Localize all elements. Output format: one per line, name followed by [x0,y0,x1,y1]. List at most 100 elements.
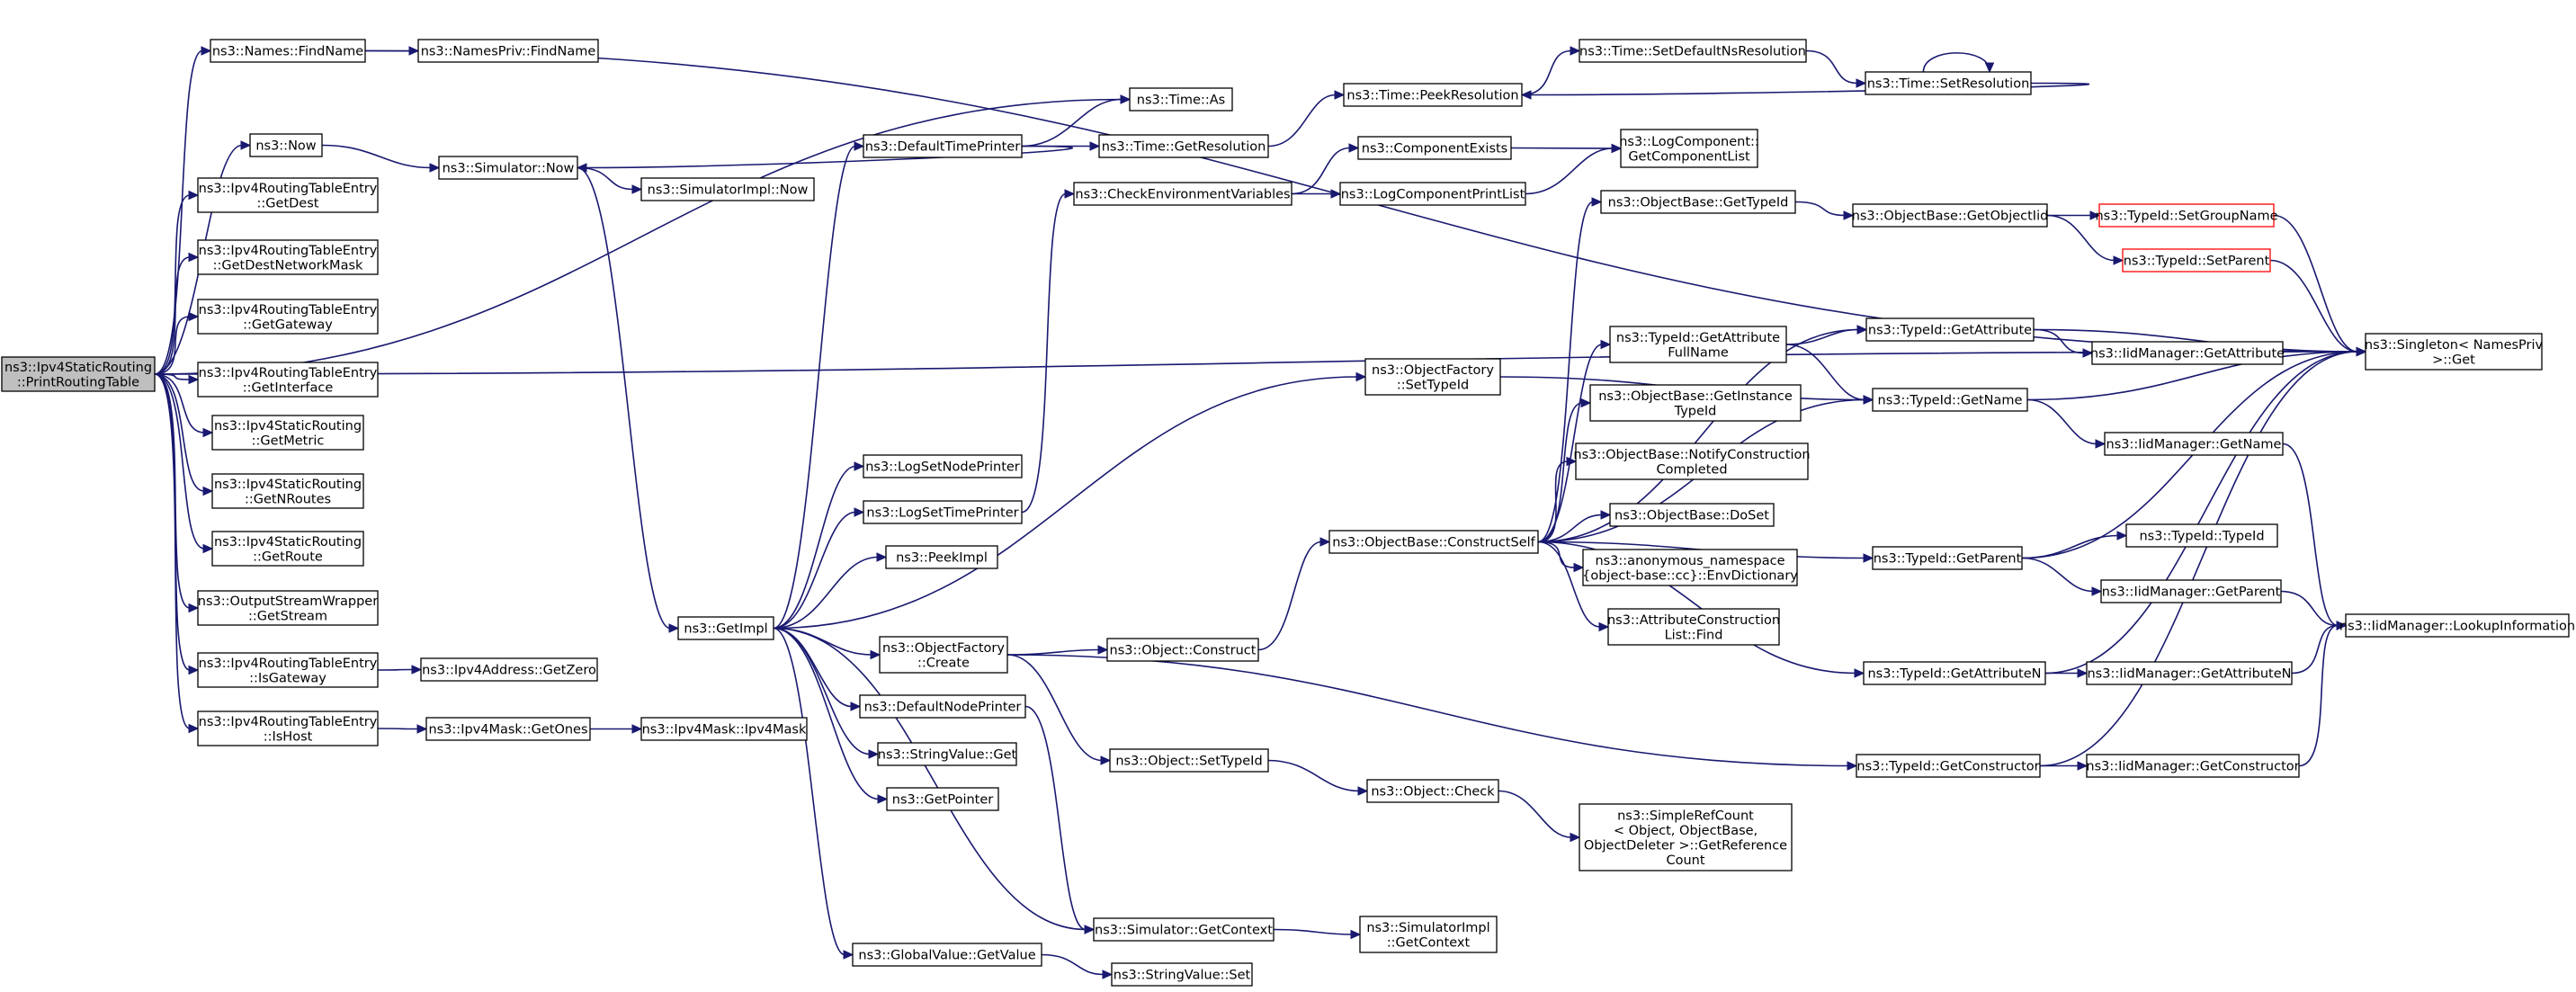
node-gstream[interactable]: ns3::OutputStreamWrapper::GetStream [197,590,379,626]
node-iid-getattr[interactable]: ns3::IidManager::GetAttribute [2090,341,2285,365]
node-gif[interactable]: ns3::Ipv4RoutingTableEntry::GetInterface [197,362,379,398]
node-label: ns3::ObjectBase::GetTypeId [1608,196,1789,210]
node-logcplist[interactable]: ns3::LogComponentPrintList [1339,182,1526,206]
node-tid-setgroup[interactable]: ns3::TypeId::SetGroupName [2095,203,2278,228]
node-ob-gettid[interactable]: ns3::ObjectBase::GetTypeId [1600,190,1796,214]
node-label: ns3::Names::FindName [212,45,363,59]
node-simimpl-ctx[interactable]: ns3::SimulatorImpl::GetContext [1359,916,1498,953]
node-tid-getname[interactable]: ns3::TypeId::GetName [1872,388,2028,412]
node-ob-notify[interactable]: ns3::ObjectBase::NotifyConstructionCompl… [1573,442,1811,480]
node-dnp[interactable]: ns3::DefaultNodePrinter [859,694,1026,719]
node-label: ns3::Object::SetTypeId [1115,755,1262,769]
node-names-find[interactable]: ns3::Names::FindName [210,39,366,63]
arrow-head [2082,348,2094,358]
node-sim-now[interactable]: ns3::Simulator::Now [438,156,578,180]
node-label: ns3::IidManager::GetConstructor [2086,760,2299,774]
node-sv-set[interactable]: ns3::StringValue::Set [1111,962,1253,987]
node-getimpl[interactable]: ns3::GetImpl [677,616,774,640]
node-box [1098,134,1269,158]
node-iid-getparent[interactable]: ns3::IidManager::GetParent [2100,579,2282,603]
node-tid-getparent[interactable]: ns3::TypeId::GetParent [1872,546,2023,570]
node-namespriv-find[interactable]: ns3::NamesPriv::FindName [417,39,599,63]
node-singleton[interactable]: ns3::Singleton< NamesPriv>::Get [2365,333,2544,371]
edge-line [1024,705,1087,931]
node-time-as[interactable]: ns3::Time::As [1129,87,1233,112]
node-iid-getattrn[interactable]: ns3::IidManager::GetAttributeN [2086,661,2293,685]
edge-line [2039,351,2358,767]
node-box [2122,248,2271,273]
edge-line [773,627,880,800]
node-box [1129,87,1233,112]
node-setres[interactable]: ns3::Time::SetResolution [1865,71,2032,95]
arrow-head [1598,621,1610,632]
node-of-settid[interactable]: ns3::ObjectFactory::SetTypeId [1364,358,1501,396]
node-logsettime[interactable]: ns3::LogSetTimePrinter [863,500,1023,524]
node-dtp[interactable]: ns3::DefaultTimePrinter [863,134,1023,158]
node-groute[interactable]: ns3::Ipv4StaticRouting::GetRoute [211,531,364,567]
node-gdnm[interactable]: ns3::Ipv4RoutingTableEntry::GetDestNetwo… [197,239,379,275]
node-ob-getoid[interactable]: ns3::ObjectBase::GetObjectIid [1852,203,2049,228]
arrow-head [411,665,423,675]
edge-line [2033,328,2358,353]
node-box [1852,203,2048,228]
node-label: ns3::ComponentExists [1362,142,1508,156]
node-now[interactable]: ns3::Now [249,133,323,157]
node-box [197,362,379,398]
node-ggw[interactable]: ns3::Ipv4RoutingTableEntry::GetGateway [197,299,379,335]
node-sim-ctx[interactable]: ns3::Simulator::GetContext [1093,917,1275,942]
node-root[interactable]: ns3::Ipv4StaticRouting::PrintRoutingTabl… [1,356,156,392]
node-isgw[interactable]: ns3::Ipv4RoutingTableEntry::IsGateway [197,652,379,688]
edge-root-to-gmetric [154,373,214,438]
node-iid-lookup[interactable]: ns3::IidManager::LookupInformation [2339,613,2575,638]
node-iid-getname[interactable]: ns3::IidManager::GetName [2104,432,2284,456]
node-tid-getctor[interactable]: ns3::TypeId::GetConstructor [1856,754,2041,778]
node-of-create[interactable]: ns3::ObjectFactory::Create [879,636,1008,674]
edge-setres-to-setres [1922,52,1995,74]
node-getcomplist[interactable]: ns3::LogComponent::GetComponentList [1619,129,1759,168]
node-obj-construct[interactable]: ns3::Object::Construct [1106,638,1259,662]
node-iid-getctor[interactable]: ns3::IidManager::GetConstructor [2086,754,2300,778]
node-label: ns3::OutputStreamWrapper [198,594,378,609]
node-ob-doset[interactable]: ns3::ObjectBase::DoSet [1609,503,1775,527]
edge-line [1510,147,1614,149]
arrow-head [1600,339,1612,350]
node-checkenv[interactable]: ns3::CheckEnvironmentVariables [1073,182,1292,206]
node-obj-check[interactable]: ns3::Object::Check [1366,779,1499,803]
node-ishost[interactable]: ns3::Ipv4RoutingTableEntry::IsHost [197,710,379,746]
node-getptr[interactable]: ns3::GetPointer [886,787,999,811]
node-gnroutes[interactable]: ns3::Ipv4StaticRouting::GetNRoutes [211,473,364,509]
node-anon-env[interactable]: ns3::anonymous_namespace{object-base::cc… [1582,549,1798,586]
node-setdefns[interactable]: ns3::Time::SetDefaultNsResolution [1579,39,1807,63]
node-logsetnode[interactable]: ns3::LogSetNodePrinter [863,454,1023,478]
arrow-head [1100,755,1112,765]
node-peekimpl[interactable]: ns3::PeekImpl [885,545,998,569]
node-sv-get[interactable]: ns3::StringValue::Get [877,742,1017,766]
node-getres[interactable]: ns3::Time::GetResolution [1098,134,1269,158]
node-label: ns3::Ipv4StaticRouting [214,478,362,492]
node-getones[interactable]: ns3::Ipv4Mask::GetOnes [425,717,591,741]
node-gv-get[interactable]: ns3::GlobalValue::GetValue [852,943,1042,967]
node-gmetric[interactable]: ns3::Ipv4StaticRouting::GetMetric [211,415,364,451]
edge-root-to-ggw [154,311,200,375]
edge-tid-setgroup-to-singleton [2273,214,2367,357]
node-obj-settid[interactable]: ns3::Object::SetTypeId [1109,748,1269,773]
node-tid-setparent[interactable]: ns3::TypeId::SetParent [2122,248,2271,273]
node-peekres[interactable]: ns3::Time::PeekResolution [1343,83,1523,107]
node-compexists[interactable]: ns3::ComponentExists [1357,136,1512,160]
node-getzero[interactable]: ns3::Ipv4Address::GetZero [420,657,598,682]
node-tid-getattrn[interactable]: ns3::TypeId::GetAttributeN [1863,661,2046,685]
node-tid-typeid[interactable]: ns3::TypeId::TypeId [2125,523,2278,548]
node-tid-getattr[interactable]: ns3::TypeId::GetAttribute [1865,317,2035,342]
node-label: ns3::ObjectFactory [1372,363,1494,378]
node-ipv4mask[interactable]: ns3::Ipv4Mask::Ipv4Mask [640,717,808,741]
node-gdest[interactable]: ns3::Ipv4RoutingTableEntry::GetDest [197,177,379,213]
node-simimpl-now[interactable]: ns3::SimulatorImpl::Now [640,177,815,201]
node-box [420,657,598,682]
edge-tid-getparent-to-tid-typeid [2021,531,2128,559]
node-srefcount[interactable]: ns3::SimpleRefCount< Object, ObjectBase,… [1579,803,1793,871]
node-ob-cs[interactable]: ns3::ObjectBase::ConstructSelf [1328,530,1539,554]
node-label: ns3::Time::As [1137,94,1225,108]
